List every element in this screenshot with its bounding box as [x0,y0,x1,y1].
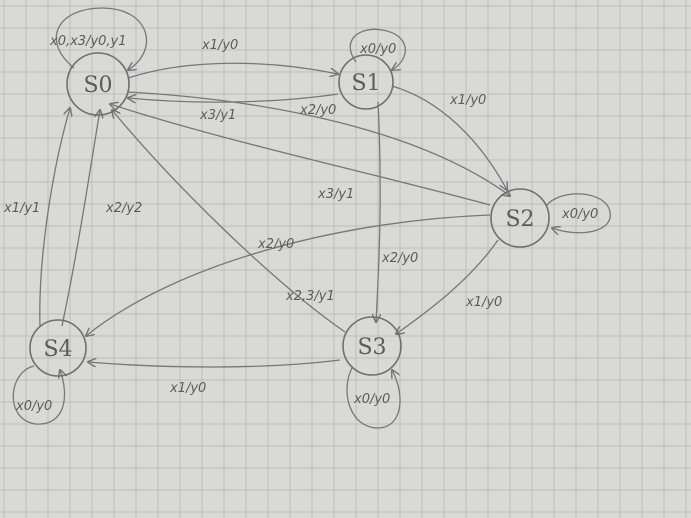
label-s3-s0: x2,3/y1 [285,289,335,304]
label-s4-s0-left: x1/y1 [3,201,40,216]
label-s2-s4: x2/y0 [257,237,294,252]
label-loop-s1: x0/y0 [359,42,396,57]
edge-s2-s3 [396,239,499,334]
edge-s0-s2 [127,91,510,196]
edge-s4-s0-right [61,110,100,327]
loop-s0 [55,7,148,70]
label-s0-s1: x1/y0 [201,38,238,53]
state-s1-circle [338,54,394,110]
state-s3-label: S3 [357,335,386,360]
edge-s0-s1 [127,62,338,79]
state-s1-label: S1 [351,71,380,96]
label-s1-s0: x3/y1 [199,108,236,123]
state-s3-circle [342,316,402,376]
label-loop-s0: x0,x3/y0,y1 [49,34,127,49]
edge-s2-s0 [110,104,491,206]
loop-s1 [349,28,406,70]
label-loop-s2: x0/y0 [561,207,598,222]
state-s0-circle [66,52,130,116]
label-loop-s4: x0/y0 [15,399,52,414]
edge-s1-s3 [376,101,380,322]
label-loop-s3: x0/y0 [353,392,390,407]
state-s2-label: S2 [505,207,534,232]
state-s2-circle [490,188,550,248]
label-s0-s2: x2/y0 [299,103,336,118]
edge-s3-s4 [88,360,341,368]
edge-s3-s0 [112,110,346,333]
edge-s2-s4 [86,214,491,336]
state-s4-label: S4 [43,337,72,362]
label-s3-s4: x1/y0 [169,381,206,396]
state-s4-circle [29,319,87,377]
edge-s1-s2 [391,85,507,190]
label-s4-s0-right: x2/y2 [105,201,142,216]
label-s1-s2: x1/y0 [449,93,486,108]
loop-s3 [346,367,401,429]
label-s2-s0: x3/y1 [317,187,354,202]
label-s1-s3: x2/y0 [381,251,418,266]
loop-s2 [545,193,611,233]
label-s2-s3: x1/y0 [465,295,502,310]
edge-s4-s0-left [39,108,70,327]
state-s0-label: S0 [83,73,112,98]
loop-s4 [12,365,64,425]
edge-s1-s0 [128,93,339,102]
